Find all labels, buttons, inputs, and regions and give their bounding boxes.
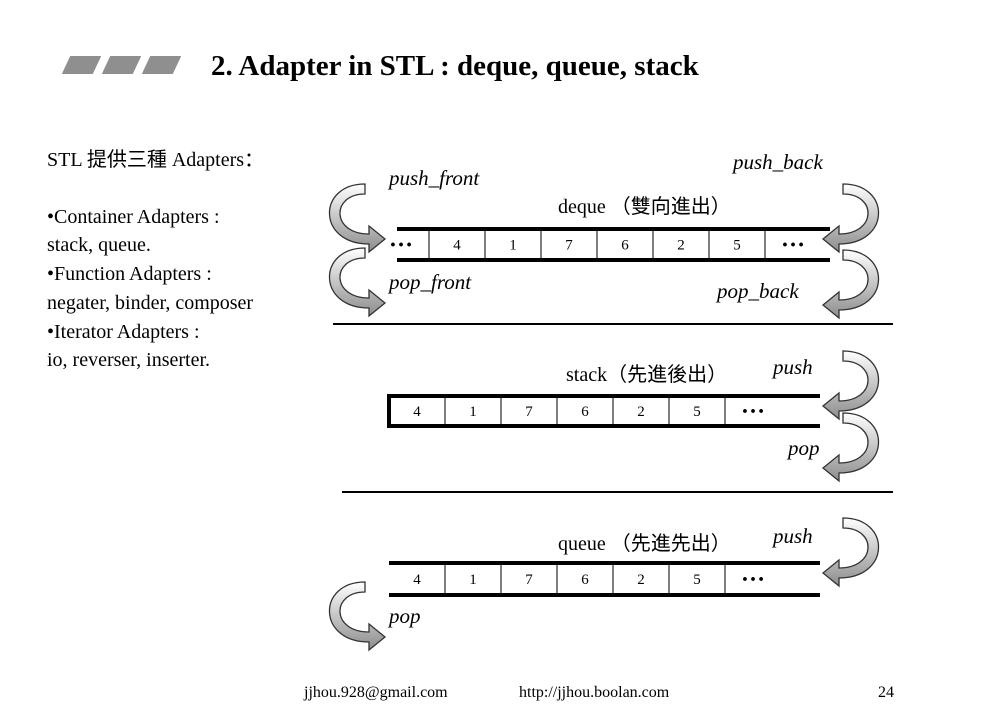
- queue-push-label: push: [773, 524, 813, 548]
- stack-cell-value: 6: [581, 404, 589, 420]
- footer-email: jjhou.928@gmail.com: [304, 684, 448, 701]
- queue-pop-label: pop: [389, 604, 421, 628]
- deque-cell-value: 6: [621, 238, 629, 254]
- adapter-list-heading: STL 提供三種 Adapters：: [47, 149, 265, 171]
- pop-back-label: pop_back: [717, 279, 799, 303]
- pop-back-arrow-icon: [821, 249, 880, 320]
- queue-pop-arrow-icon: [328, 581, 387, 652]
- adapter-item-detail: stack, queue.: [47, 234, 151, 257]
- adapter-item-name: •Function Adapters :: [47, 263, 212, 286]
- stack-cell-value: 7: [525, 404, 533, 420]
- pop-front-arrow-icon: [328, 247, 387, 318]
- queue-diagram: 4 1 7 6 2 5 …: [328, 517, 880, 652]
- push-back-label: push_back: [733, 150, 823, 174]
- stack-cell-value: 2: [637, 404, 645, 420]
- push-back-arrow-icon: [821, 183, 880, 254]
- deque-label: deque （雙向進出）: [558, 196, 731, 218]
- stack-cell-value: 5: [693, 404, 701, 420]
- queue-push-arrow-icon: [821, 517, 880, 588]
- deque-cell-value: 4: [453, 238, 461, 254]
- queue-cell-value: 4: [413, 572, 421, 588]
- section-dividers: [333, 323, 893, 493]
- pop-front-label: pop_front: [389, 270, 472, 294]
- push-front-arrow-icon: [328, 183, 387, 254]
- page-number: 24: [878, 684, 894, 701]
- slide-title: 2. Adapter in STL : deque, queue, stack: [211, 50, 699, 82]
- deque-cell-value: 1: [509, 238, 517, 254]
- stack-cell-value: …: [741, 393, 765, 419]
- queue-cell-value: 5: [693, 572, 701, 588]
- adapter-item-name: •Iterator Adapters :: [47, 320, 200, 343]
- queue-cell-value: 6: [581, 572, 589, 588]
- adapter-list: STL 提供三種 Adapters： •Container Adapters :…: [47, 146, 264, 375]
- deque-cell-value: 2: [677, 238, 685, 254]
- stack-diagram: 4 1 7 6 2 5 …: [387, 350, 880, 483]
- stack-cell-value: 4: [413, 404, 421, 420]
- deque-cell-value: 7: [565, 238, 573, 254]
- stack-pop-label: pop: [788, 436, 820, 460]
- stack-container-border: [387, 394, 820, 428]
- stack-label: stack（先進後出）: [566, 364, 728, 386]
- stack-push-arrow-icon: [821, 350, 880, 421]
- stack-cell-value: 1: [469, 404, 477, 420]
- queue-label: queue （先進先出）: [558, 533, 731, 555]
- stack-push-label: push: [773, 355, 813, 379]
- stack-pop-arrow-icon: [821, 412, 880, 483]
- queue-cell-value: …: [741, 561, 765, 587]
- footer-url: http://jjhou.boolan.com: [519, 684, 670, 701]
- deque-cell-value: 5: [733, 238, 741, 254]
- queue-cell-value: 1: [469, 572, 477, 588]
- queue-cell-value: 2: [637, 572, 645, 588]
- deque-diagram: … 4 1 7 6 2 5 …: [328, 183, 880, 320]
- adapter-item-name: •Container Adapters :: [47, 205, 220, 228]
- queue-cell-value: 7: [525, 572, 533, 588]
- deque-cell-value: …: [389, 227, 413, 253]
- push-front-label: push_front: [389, 166, 480, 190]
- adapter-item-detail: negater, binder, composer: [47, 291, 254, 314]
- deque-cell-value: …: [781, 227, 805, 253]
- adapter-item-detail: io, reverser, inserter.: [47, 349, 211, 372]
